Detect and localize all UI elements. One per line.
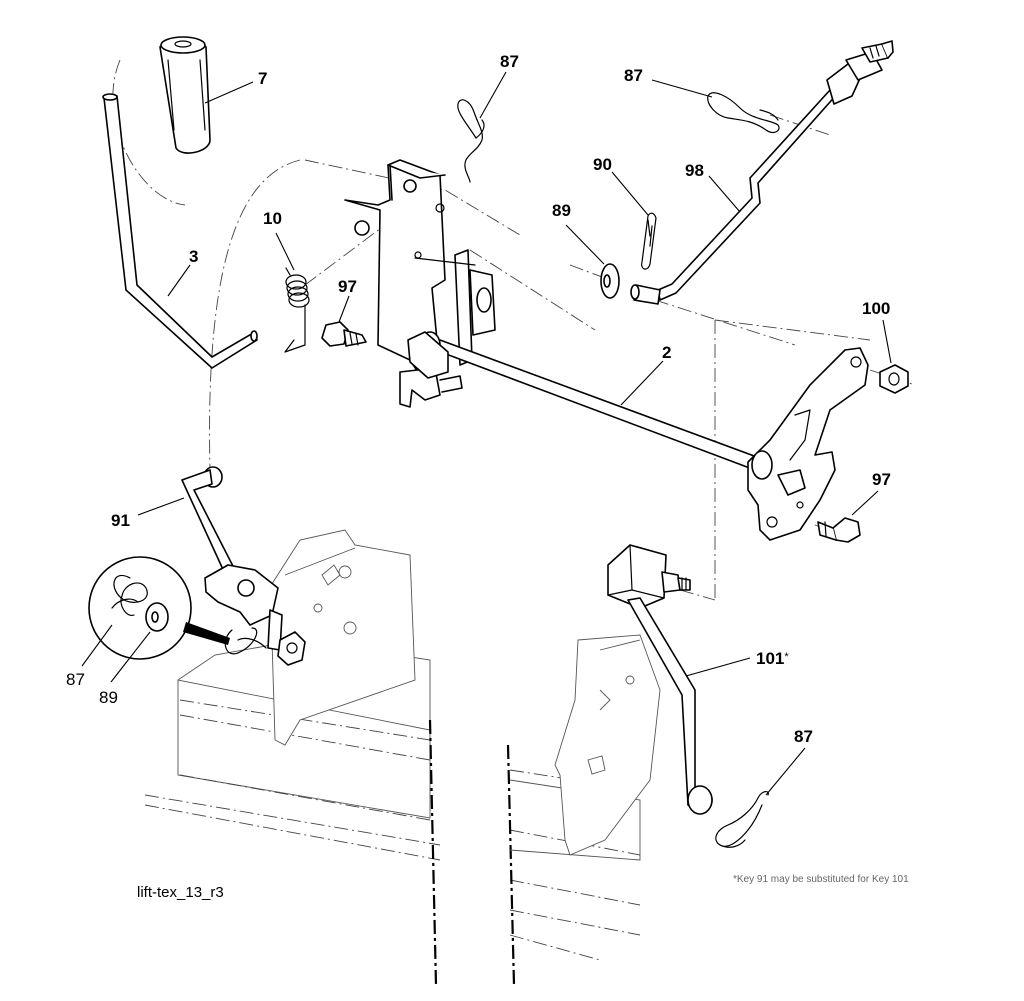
callout-10: 10 — [263, 209, 282, 228]
lift-link-rod — [630, 40, 894, 305]
hairpin-clip-bottom — [715, 791, 769, 848]
alternate-linkage — [607, 544, 713, 815]
callout-87-right: 87 — [624, 66, 643, 85]
callout-97-right: 97 — [872, 470, 891, 489]
figure-id: lift-tex_13_r3 — [137, 884, 224, 901]
callouts: 7 87 87 90 98 89 10 3 97 2 100 97 91 87 … — [66, 52, 891, 746]
lift-linkage — [181, 466, 306, 666]
callout-87-detail: 87 — [66, 670, 85, 689]
callout-89-top: 89 — [552, 201, 571, 220]
hairpin-clip-top — [457, 99, 485, 183]
callout-90: 90 — [593, 155, 612, 174]
callout-101-asterisk: * — [784, 651, 789, 663]
mounting-bracket — [344, 159, 463, 408]
deck-frame-outline — [144, 639, 641, 986]
lift-shaft — [407, 331, 766, 471]
callout-91: 91 — [111, 511, 130, 530]
leader-lines — [81, 71, 892, 796]
bolt-right — [817, 517, 861, 543]
detail-magnifier — [88, 556, 230, 660]
callout-87-bottom: 87 — [794, 727, 813, 746]
bolt-left — [321, 321, 367, 347]
callout-97-left: 97 — [338, 277, 357, 296]
left-side-panel — [267, 529, 416, 746]
callout-100: 100 — [862, 299, 890, 318]
callout-7: 7 — [258, 69, 267, 88]
substitution-footnote: *Key 91 may be substituted for Key 101 — [733, 874, 909, 885]
callout-89-detail: 89 — [99, 688, 118, 707]
callout-98: 98 — [685, 161, 704, 180]
lift-arm-right — [747, 347, 869, 541]
callout-87-top: 87 — [500, 52, 519, 71]
pivot-tabs — [414, 249, 496, 366]
right-side-panel — [554, 634, 661, 856]
handle-grip — [159, 36, 211, 154]
callout-2: 2 — [662, 343, 671, 362]
callout-101: 101* — [756, 649, 789, 668]
callout-3: 3 — [189, 247, 198, 266]
lift-handle-rod — [102, 93, 258, 369]
hairpin-clip-right — [707, 92, 780, 134]
nut — [879, 364, 909, 394]
spring — [284, 267, 310, 353]
washer-top — [600, 263, 620, 299]
cotter-pin — [641, 212, 657, 270]
